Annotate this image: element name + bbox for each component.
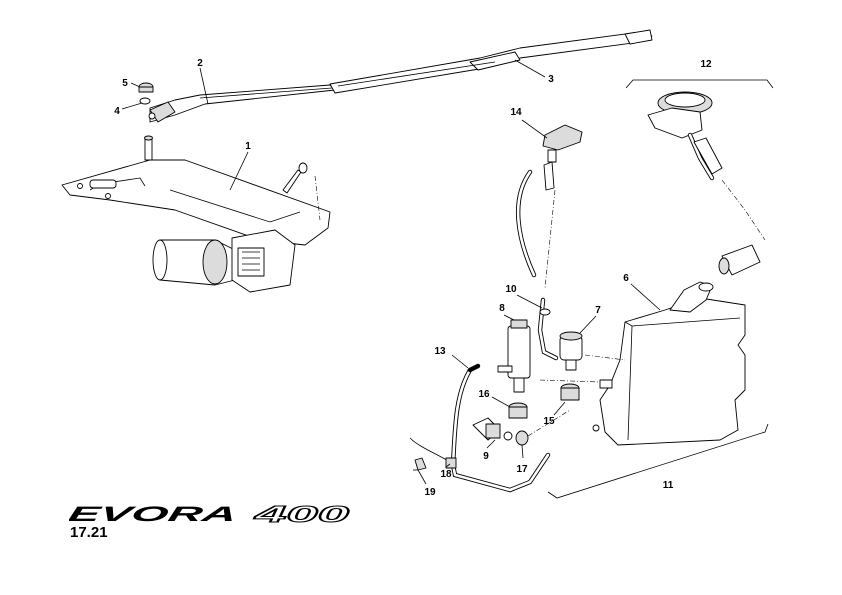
callout-14: 14 [510, 107, 522, 118]
callout-6: 6 [623, 273, 629, 284]
callout-10: 10 [505, 284, 517, 295]
callout-4: 4 [114, 106, 120, 117]
callout-9: 9 [483, 451, 489, 462]
logo-variant-text: 400 [253, 503, 350, 527]
callout-13: 13 [434, 346, 446, 357]
callout-3: 3 [548, 74, 554, 85]
callout-1: 1 [245, 141, 251, 152]
callout-18: 18 [440, 469, 452, 480]
washer-hose [409, 363, 551, 493]
leader-lines [121, 59, 661, 485]
callout-19: 19 [424, 487, 436, 498]
callout-17: 17 [516, 464, 528, 475]
group-brackets [547, 79, 774, 499]
callout-7: 7 [595, 305, 601, 316]
evora-400-logo: EVORA 400 [69, 503, 350, 527]
wiper-arm-and-blade [148, 29, 653, 123]
callout-8: 8 [499, 303, 505, 314]
washer-pumps [497, 297, 583, 393]
callout-12: 12 [700, 59, 712, 70]
washer-reservoir [539, 281, 746, 446]
grommets-and-sensor [472, 383, 580, 446]
nut-and-washer [138, 82, 154, 105]
callout-5: 5 [122, 78, 128, 89]
washer-jet [516, 124, 583, 289]
callout-11: 11 [663, 480, 674, 491]
wiper-motor-assembly [61, 135, 331, 293]
callout-15: 15 [543, 416, 555, 427]
logo-model-text: EVORA [69, 503, 239, 526]
page-reference: 17.21 [70, 524, 108, 541]
callout-2: 2 [197, 58, 203, 69]
callout-16: 16 [478, 389, 490, 400]
callout-labels: 1 2 3 4 5 6 7 8 9 10 11 12 13 14 15 16 1… [114, 58, 712, 498]
filler-neck-assembly [647, 91, 766, 276]
